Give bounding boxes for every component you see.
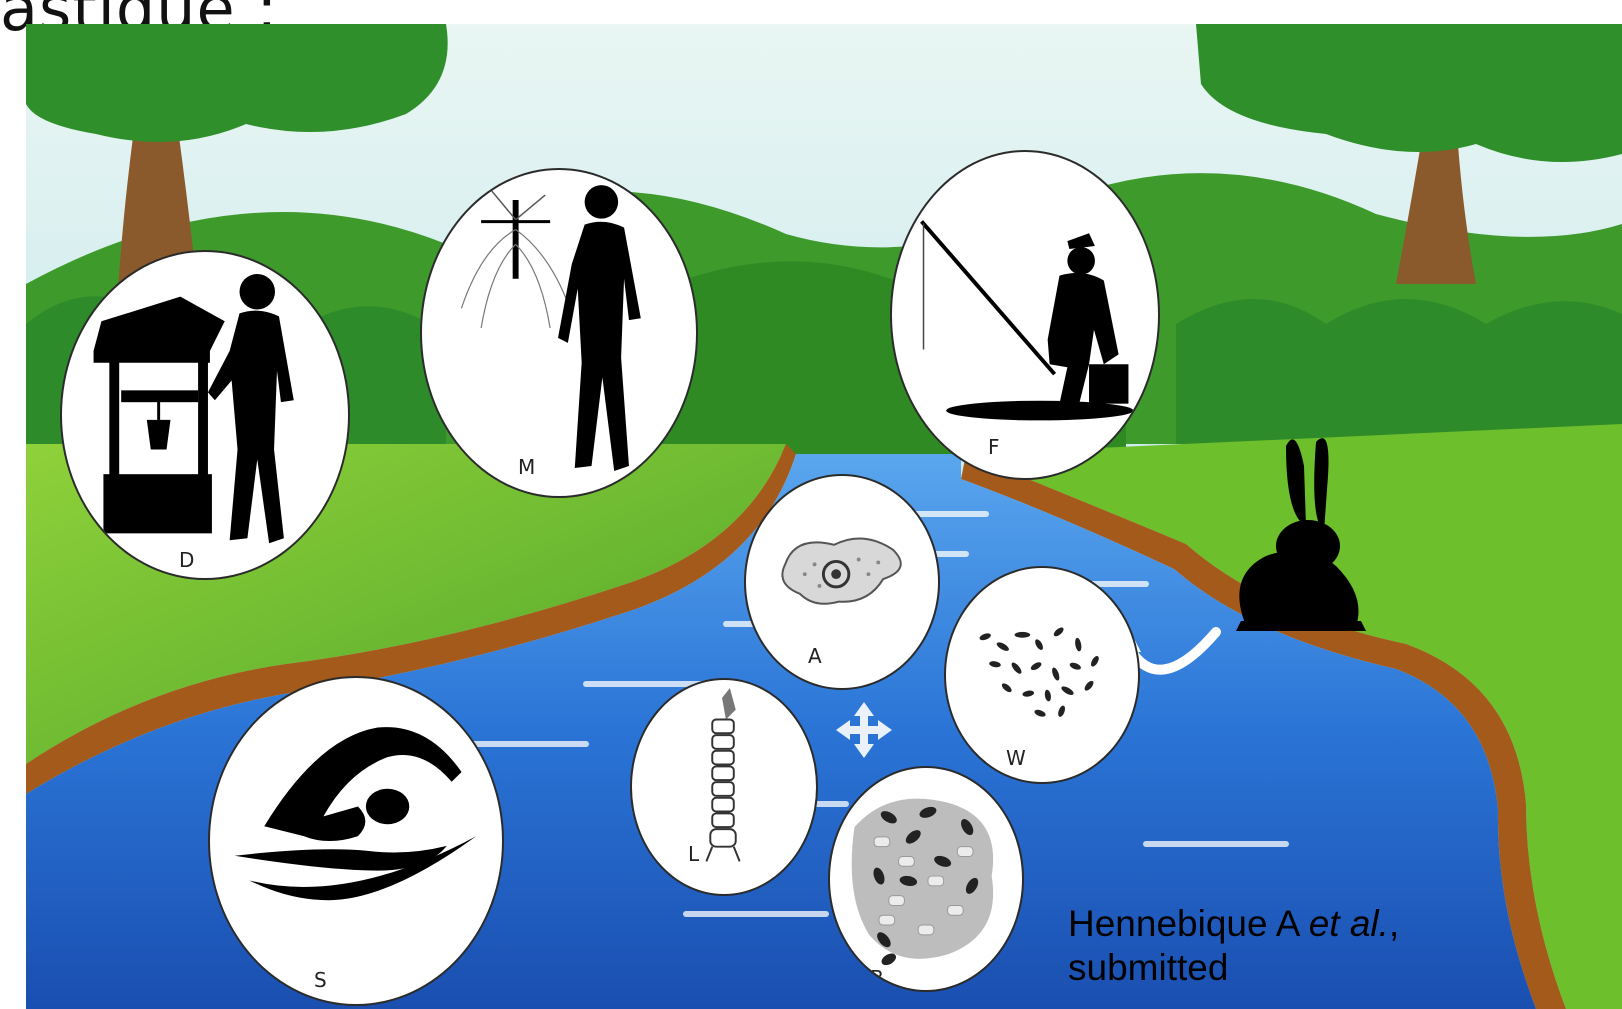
citation-status: submitted <box>1068 947 1228 988</box>
larva-bubble: L <box>630 678 818 896</box>
amoeba-bubble: A <box>744 474 940 690</box>
rabbit-icon <box>1216 426 1396 636</box>
swimming-bubble: S <box>208 676 504 1006</box>
bacteria-icon <box>946 568 1138 782</box>
citation-suffix: , <box>1389 903 1399 944</box>
biofilm-bubble: B <box>828 766 1024 992</box>
larva-icon <box>632 680 816 894</box>
person-silhouette-icon <box>62 252 348 578</box>
amoeba-bubble-label: A <box>808 644 822 668</box>
fishing-bubble-label: F <box>988 435 1000 459</box>
fishing-bubble: F <box>890 150 1160 480</box>
water-bacteria-bubble: W <box>944 566 1140 784</box>
swimming-bubble-label: S <box>314 968 327 992</box>
citation-etal: et al. <box>1309 903 1389 944</box>
well-bubble: D <box>60 250 350 580</box>
amoeba-icon <box>746 476 938 688</box>
water-bacteria-bubble-label: W <box>1006 746 1026 770</box>
citation: Hennebique A et al., submitted <box>1068 902 1399 990</box>
mosquito-bubble: M <box>420 168 698 498</box>
swimmer-icon <box>210 678 502 1004</box>
biofilm-bubble-label: B <box>870 966 884 990</box>
larva-bubble-label: L <box>688 842 699 866</box>
well-bubble-label: D <box>179 548 194 572</box>
fishing-person-icon <box>892 152 1158 478</box>
mosquito-bubble-label: M <box>518 455 535 479</box>
citation-author: Hennebique A <box>1068 903 1309 944</box>
person-silhouette-icon <box>422 170 696 496</box>
move-arrows-icon <box>834 700 894 760</box>
biofilm-icon <box>830 768 1022 990</box>
